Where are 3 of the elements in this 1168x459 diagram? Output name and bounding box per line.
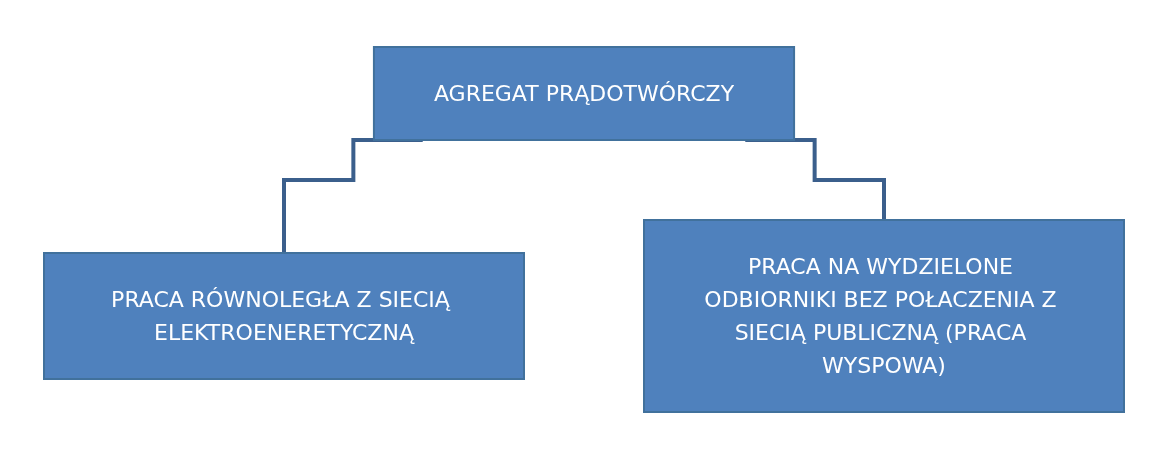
node-box: AGREGAT PRĄDOTWÓRCZY [372,46,796,141]
node-box: PRACA NA WYDZIELONE ODBIORNIKI BEZ POŁACZENIA Z SIECIĄ PUBLICZNĄ (PRACA WYSPOWA) [643,219,1125,413]
node-box: PRACA RÓWNOLEGŁA Z SIECIĄ ELEKTROENERETYCZNĄ [43,252,525,380]
